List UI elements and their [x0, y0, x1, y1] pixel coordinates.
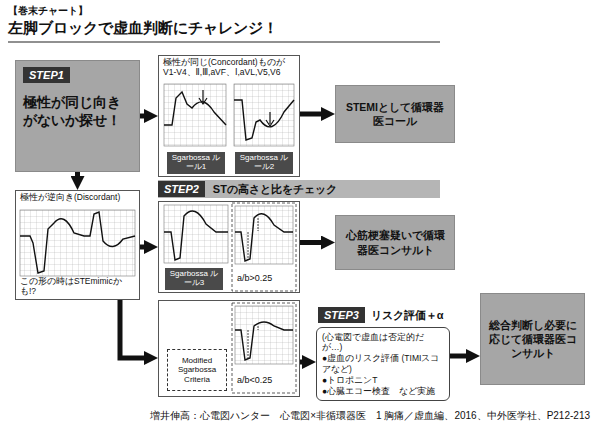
- note-box: (心電図で虚血は否定的だが…)●虚血のリスク評価 (TIMIスコアなど) ●トロポ…: [316, 327, 450, 401]
- flow-arrow: [450, 354, 470, 359]
- node-text: リスク評価＋α: [371, 308, 444, 323]
- callout-arrow: [199, 90, 207, 104]
- ecg-panel: 極性が同じ(Concordant)ものがV1-V4、Ⅱ,Ⅲ,aVF、Ⅰ,aVL,…: [158, 55, 300, 177]
- flow-arrow: [75, 172, 80, 180]
- flow-arrow: [300, 360, 306, 365]
- flow-arrow: [300, 240, 325, 245]
- title-rule: [8, 41, 440, 42]
- node-text: STの高さと比をチェック: [213, 182, 337, 197]
- result-box: STEMIとして循環器医コール: [335, 85, 455, 143]
- flow-arrow: [300, 112, 325, 117]
- result-box: 総合判断し必要に応じて循環器医コンサルト: [480, 293, 585, 385]
- measure-line: [248, 326, 258, 359]
- caption: 増井伸高：心電図ハンター 心電図×非循環器医 1 胸痛／虚血編、2016、中外医…: [150, 409, 590, 423]
- flow-arrow: [140, 114, 148, 119]
- ecg-wave: [234, 100, 294, 140]
- ecg-panel: 極性が逆向き(Discordant) この形の時はSTEmimicかも!?: [15, 190, 140, 300]
- rule-tag: Sgarbossa ルール3: [165, 268, 223, 290]
- node-text: 極性が同じ向きがないか探せ！: [23, 93, 132, 129]
- callout-arrow: [266, 112, 274, 126]
- label: 【巻末チャート】: [8, 4, 88, 18]
- measure-line: [248, 218, 258, 260]
- step-band: STEP2 STの高さと比をチェック: [158, 180, 440, 198]
- node-text: 極性が逆向き(Discordant): [20, 193, 135, 203]
- node-text: ●トロポニンT: [322, 375, 444, 385]
- flow-arrow: [120, 300, 148, 358]
- ecg-wave: [20, 212, 135, 273]
- ecg-grid: [235, 206, 293, 264]
- step-header: STEP3 リスク評価＋α: [318, 306, 458, 324]
- ecg-wave: [235, 214, 293, 261]
- ecg-grid: [20, 210, 135, 276]
- node-text: ●虚血のリスク評価 (TIMIスコアなど): [322, 353, 444, 373]
- ecg-panel: Modified Sgarbossa Criteria: [158, 300, 300, 397]
- node-text: Sgarbossa ルール3: [167, 270, 221, 288]
- rule-tag: Sgarbossa ルール2: [235, 152, 293, 174]
- dashed-frame: [232, 203, 296, 291]
- step-tag: STEP1: [23, 67, 70, 83]
- node-text: 心筋梗塞疑いで循環器医コンサルト: [342, 228, 448, 256]
- step-box: STEP1 極性が同じ向きがないか探せ！: [15, 60, 140, 172]
- node-text: (心電図で虚血は否定的だが…): [322, 332, 444, 352]
- ecg-grid: [235, 306, 293, 364]
- ecg-panel: Sgarbossa ルール3: [158, 201, 300, 293]
- result-box: 心筋梗塞疑いで循環器医コンサルト: [335, 215, 455, 270]
- dashed-frame: [232, 303, 296, 393]
- node-text: ●心臓エコー検査 など実施: [322, 386, 444, 396]
- ecg-grid: [234, 84, 294, 146]
- ecg-grid: [164, 205, 228, 263]
- ecg-wave: [164, 92, 226, 125]
- node-text: Sgarbossa ルール2: [237, 154, 291, 172]
- criteria-box: Modified Sgarbossa Criteria: [167, 349, 227, 391]
- rule-tag: Sgarbossa ルール1: [167, 152, 225, 174]
- flow-arrow: [140, 245, 148, 250]
- label: a/b<0.25: [237, 375, 272, 385]
- ecg-wave: [235, 322, 293, 360]
- label: a/b>0.25: [237, 273, 272, 283]
- node-text: Sgarbossa ルール1: [169, 154, 223, 172]
- node-text: 極性が同じ(Concordant)ものがV1-V4、Ⅱ,Ⅲ,aVF、Ⅰ,aVL,…: [163, 58, 295, 78]
- node-text: STEMIとして循環器医コール: [342, 100, 448, 128]
- ecg-wave: [164, 211, 228, 260]
- node-text: この形の時はSTEmimicかも!?: [20, 277, 135, 297]
- step-tag: STEP2: [158, 181, 205, 197]
- step-tag: STEP3: [318, 307, 365, 323]
- node-text: 総合判断し必要に応じて循環器医コンサルト: [487, 318, 578, 361]
- node-text: Modified Sgarbossa Criteria: [170, 356, 224, 384]
- title: 左脚ブロックで虚血判断にチャレンジ！: [8, 19, 278, 38]
- ecg-grid: [164, 84, 226, 146]
